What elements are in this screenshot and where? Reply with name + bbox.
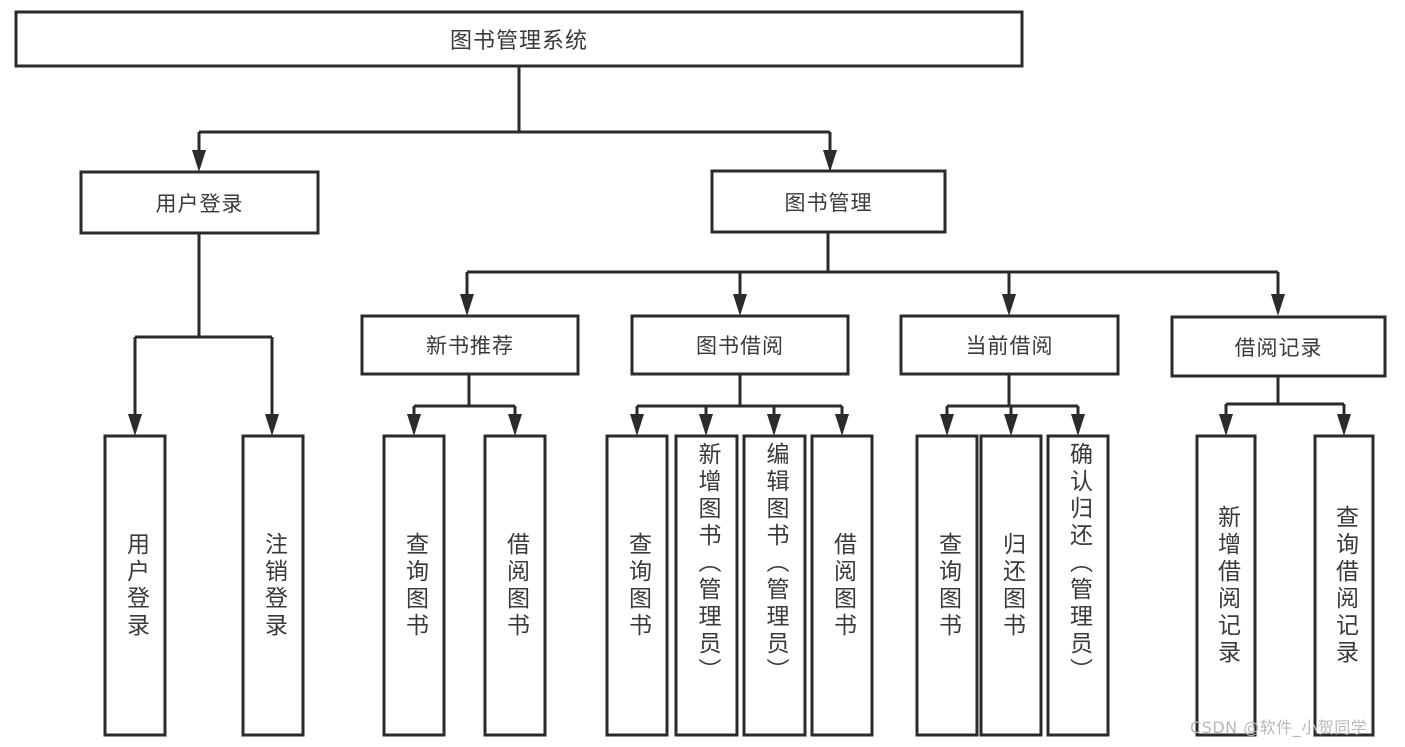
watermark-text: CSDN @软件_小贺同学 <box>1190 718 1368 737</box>
boxes-group <box>14 10 1387 737</box>
arrow-to-leaf-query-record <box>1337 414 1351 436</box>
node-book-borrow-box[interactable] <box>630 314 850 376</box>
arrow-to-user-login <box>192 150 206 172</box>
arrow-to-current-borrow <box>1002 294 1016 316</box>
leaf-edit-book-box[interactable] <box>742 434 807 737</box>
arrow-to-leaf-add-record <box>1219 414 1233 436</box>
leaf-query-book-3-box[interactable] <box>915 434 979 737</box>
leaf-user-login-box[interactable] <box>103 434 167 737</box>
node-borrow-record-box[interactable] <box>1170 315 1387 378</box>
arrow-to-leaf-query-book-1 <box>407 414 421 436</box>
arrow-to-new-book-recommend <box>460 294 474 316</box>
leaf-borrow-book-2-box[interactable] <box>810 434 874 737</box>
arrow-to-book-manage <box>823 150 837 172</box>
connectors-group <box>128 66 1351 436</box>
arrow-to-leaf-logout-login <box>265 414 279 436</box>
arrow-to-leaf-return-book <box>1004 414 1018 436</box>
arrow-to-leaf-query-book-2 <box>630 414 644 436</box>
leaf-query-record-box[interactable] <box>1313 434 1375 737</box>
arrow-to-leaf-query-book-3 <box>940 414 954 436</box>
arrow-to-borrow-record <box>1271 294 1285 316</box>
node-root-box[interactable] <box>14 10 1024 68</box>
leaf-query-book-2-box[interactable] <box>605 434 669 737</box>
arrow-to-leaf-borrow-book-1 <box>508 414 522 436</box>
leaf-add-record-box[interactable] <box>1195 434 1257 737</box>
leaf-add-book-box[interactable] <box>674 434 739 737</box>
arrow-to-book-borrow <box>733 294 747 316</box>
arrow-to-leaf-add-book <box>699 414 713 436</box>
leaf-return-book-box[interactable] <box>979 434 1043 737</box>
leaf-borrow-book-1-box[interactable] <box>483 434 547 737</box>
node-book-manage-box[interactable] <box>710 169 947 234</box>
node-current-borrow-box[interactable] <box>899 314 1120 376</box>
arrow-to-leaf-borrow-book-2 <box>835 414 849 436</box>
leaf-query-book-1-box[interactable] <box>382 434 446 737</box>
leaf-confirm-return-box[interactable] <box>1046 434 1110 737</box>
leaf-logout-login-box[interactable] <box>241 434 305 737</box>
node-user-login-box[interactable] <box>79 170 320 235</box>
arrow-to-leaf-confirm-return <box>1071 414 1085 436</box>
arrow-to-leaf-edit-book <box>767 414 781 436</box>
node-new-book-recommend-box[interactable] <box>360 314 580 376</box>
arrow-to-leaf-user-login <box>128 414 142 436</box>
